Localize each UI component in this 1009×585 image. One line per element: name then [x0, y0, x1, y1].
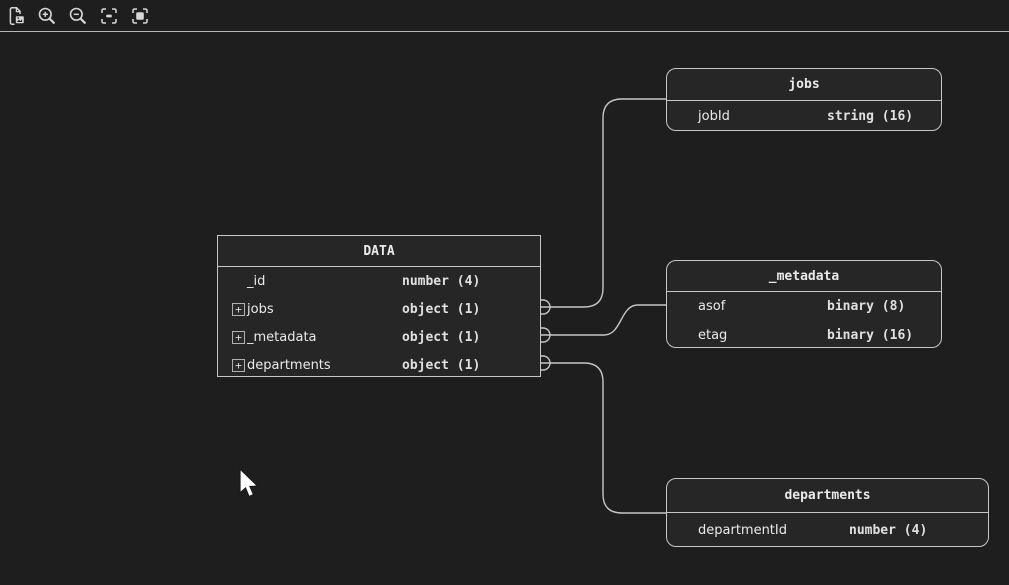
zoom-out-button[interactable]	[66, 4, 90, 28]
field-row: asof binary (8)	[667, 292, 941, 321]
field-type: object (1)	[402, 301, 481, 317]
connector-stub	[541, 327, 551, 343]
field-name: departments	[247, 357, 331, 373]
connector-stub	[541, 299, 551, 315]
field-type: number (4)	[849, 523, 928, 538]
field-type: object (1)	[402, 357, 481, 373]
field-name: departmentId	[698, 523, 787, 538]
mouse-cursor	[239, 467, 259, 498]
field-row: jobs object (1)	[218, 295, 540, 323]
field-name: etag	[698, 328, 728, 343]
export-image-button[interactable]	[4, 4, 28, 28]
field-row: etag binary (16)	[667, 321, 941, 347]
zoom-to-fit-icon	[129, 5, 151, 27]
entity-table-departments[interactable]: departments departmentId number (4)	[666, 478, 989, 547]
field-type: string (16)	[827, 109, 914, 124]
field-type: number (4)	[402, 273, 481, 289]
zoom-actual-size-icon	[98, 5, 120, 27]
connector-departments	[541, 362, 666, 514]
field-row: departments object (1)	[218, 351, 540, 376]
table-title: DATA	[218, 236, 540, 267]
toolbar	[0, 0, 1009, 32]
field-row: jobId string (16)	[667, 101, 941, 130]
connector-stub	[541, 355, 551, 371]
zoom-to-fit-button[interactable]	[128, 4, 152, 28]
field-name: jobId	[698, 109, 730, 124]
table-title: _metadata	[667, 261, 941, 292]
zoom-in-icon	[36, 5, 58, 27]
zoom-in-button[interactable]	[35, 4, 59, 28]
zoom-actual-size-button[interactable]	[97, 4, 121, 28]
connector-metadata	[541, 304, 666, 336]
connector-jobs	[541, 98, 666, 308]
field-type: binary (8)	[827, 299, 906, 314]
field-name: _metadata	[247, 329, 317, 345]
expand-icon[interactable]	[232, 358, 245, 372]
field-row: _metadata object (1)	[218, 323, 540, 351]
field-row: departmentId number (4)	[667, 513, 988, 546]
expand-icon[interactable]	[232, 330, 245, 344]
table-title: departments	[667, 479, 988, 513]
entity-table-data[interactable]: DATA _id number (4) jobs object (1) _met…	[217, 235, 541, 377]
entity-table-jobs[interactable]: jobs jobId string (16)	[666, 68, 942, 131]
field-name: _id	[247, 273, 266, 289]
field-type: binary (16)	[827, 328, 914, 343]
zoom-out-icon	[67, 5, 89, 27]
field-row: _id number (4)	[218, 267, 540, 295]
export-image-icon	[5, 5, 27, 27]
table-title: jobs	[667, 69, 941, 101]
field-name: asof	[698, 299, 726, 314]
field-name: jobs	[247, 301, 274, 317]
entity-table-metadata[interactable]: _metadata asof binary (8) etag binary (1…	[666, 260, 942, 348]
field-type: object (1)	[402, 329, 481, 345]
expand-icon[interactable]	[232, 302, 245, 316]
